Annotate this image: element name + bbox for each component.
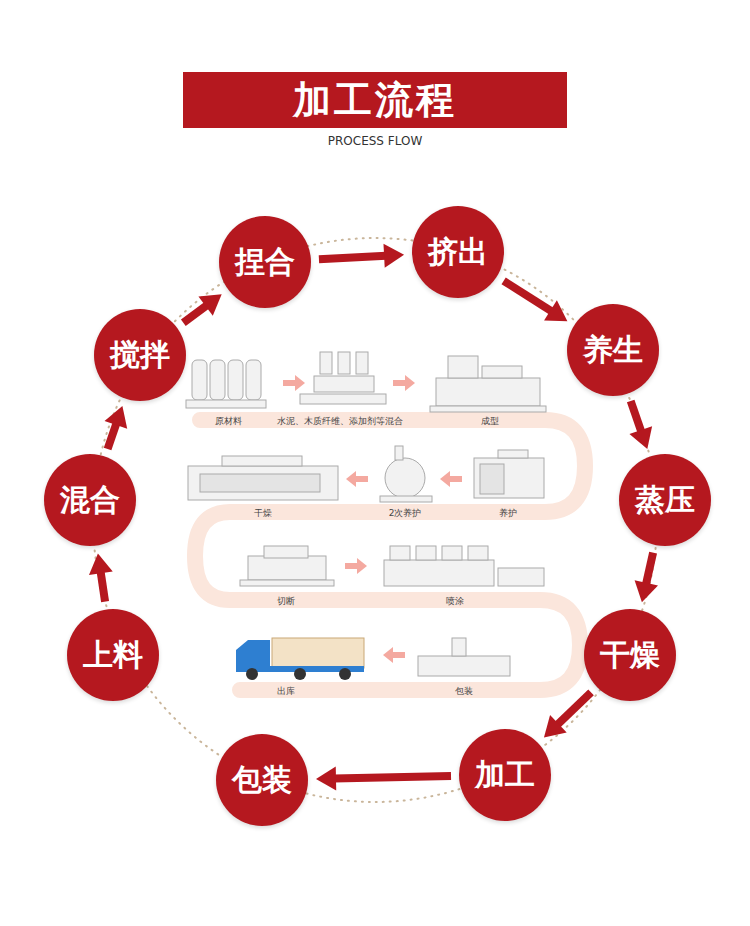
process-circle: 养生 <box>567 304 659 396</box>
arrow-shaft <box>334 776 451 778</box>
process-circle: 混合 <box>44 454 136 546</box>
arrow-shaft <box>183 305 207 323</box>
stage-caption: 包装 <box>455 685 473 698</box>
arrow-shaft <box>557 692 591 725</box>
step-name: 养生 <box>583 330 643 371</box>
arrow-shaft <box>108 423 117 449</box>
flow-arrow <box>319 244 404 268</box>
stage-caption: 养护 <box>499 507 517 520</box>
stage-caption: 喷涂 <box>446 595 464 608</box>
arrow-shaft <box>101 571 106 601</box>
subtitle: PROCESS FLOW <box>0 134 750 148</box>
arrow-head <box>105 406 128 429</box>
flow-arrow <box>183 294 221 323</box>
flow-arrow <box>635 553 658 603</box>
stage-caption: 成型 <box>481 415 499 428</box>
process-circle: 挤出 <box>412 206 504 298</box>
step-name: 搅拌 <box>110 335 170 376</box>
process-circle: 加工 <box>459 729 551 821</box>
step-name: 混合 <box>60 480 120 521</box>
arrow-head <box>635 580 658 602</box>
process-circle: 蒸压 <box>619 454 711 546</box>
stage-caption: 切断 <box>277 595 295 608</box>
process-circle: 搅拌 <box>94 309 186 401</box>
arrow-shaft <box>504 281 553 312</box>
step-name: 上料 <box>83 635 143 676</box>
step-name: 捏合 <box>235 242 295 283</box>
arrow-head <box>544 715 567 738</box>
arrow-head <box>198 294 221 316</box>
step-name: 蒸压 <box>635 480 695 521</box>
arrow-shaft <box>319 256 386 259</box>
process-circle: 包装 <box>216 734 308 826</box>
flow-arrow <box>316 766 451 790</box>
stage-caption: 水泥、木质纤维、添加剂等混合 <box>277 415 403 428</box>
process-circle: 干燥 <box>584 609 676 701</box>
process-circle: 捏合 <box>219 216 311 308</box>
arrow-shaft <box>646 553 653 585</box>
step-name: 挤出 <box>428 232 488 273</box>
flow-arrow <box>89 553 113 601</box>
flow-arrow <box>544 692 591 737</box>
flow-arrow <box>105 406 128 449</box>
step-name: 干燥 <box>600 635 660 676</box>
title: 加工流程 <box>183 72 567 128</box>
stage-caption: 出库 <box>277 685 295 698</box>
process-circle: 上料 <box>67 609 159 701</box>
arrow-head <box>316 766 336 790</box>
flow-arrow <box>629 401 652 449</box>
arrow-head <box>629 426 652 449</box>
stage-caption: 干燥 <box>254 507 272 520</box>
stage-caption: 2次养护 <box>389 507 422 520</box>
flow-arrow <box>504 281 568 321</box>
step-name: 加工 <box>475 755 535 796</box>
arrow-head <box>544 300 567 321</box>
arrow-head <box>89 553 113 575</box>
step-name: 包装 <box>232 760 292 801</box>
stage-caption: 原材料 <box>215 415 242 428</box>
arrow-shaft <box>631 401 642 432</box>
arrow-head <box>383 244 404 268</box>
